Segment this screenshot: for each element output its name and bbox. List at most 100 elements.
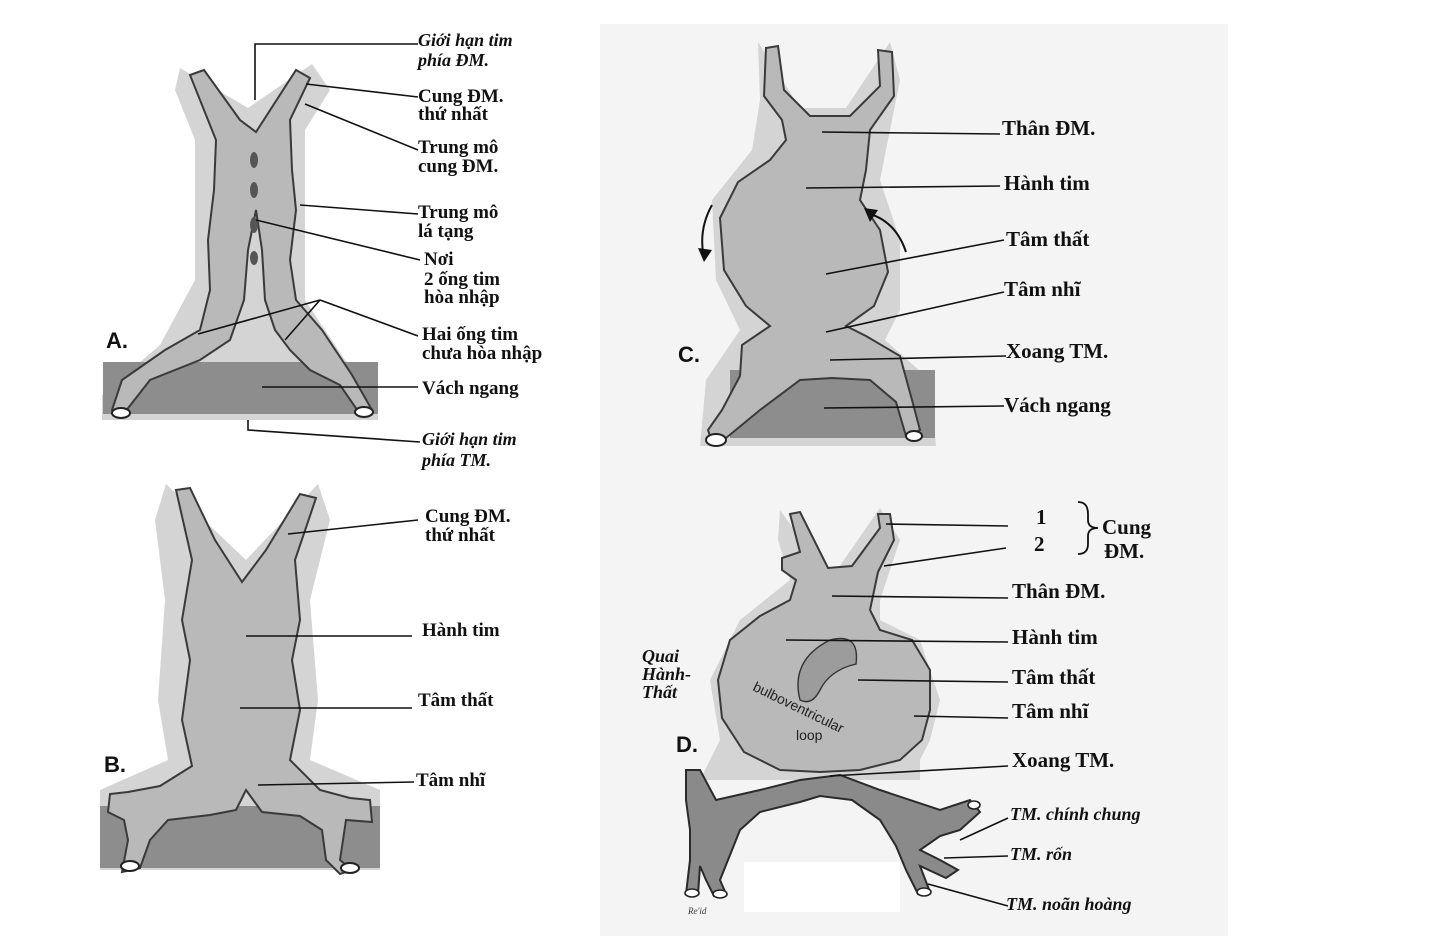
label-a-unfused-2: chưa hòa nhập [422, 343, 542, 364]
label-a-venous-limit-2: phía TM. [420, 450, 491, 470]
panel-d-heart [716, 510, 931, 774]
leader-a-venous-limit [247, 420, 421, 443]
label-d-loop-2: Hành- [641, 664, 691, 684]
panel-d-vein-opening-2 [712, 889, 728, 899]
leader-d-cardinal [959, 817, 1009, 841]
label-a-arterial-limit-1: Giới hạn tim [418, 30, 513, 50]
label-a-arch-mesoderm-2: cung ĐM. [418, 156, 498, 177]
label-c-truncus: Thân ĐM. [1002, 116, 1095, 140]
leader-d-arch-2 [883, 547, 1007, 567]
label-a-fusion-3: hòa nhập [424, 287, 500, 308]
panel-c-letter: C. [678, 342, 700, 367]
label-d-bulbus: Hành tim [1012, 625, 1098, 649]
leader-d-umbilical [943, 855, 1009, 859]
leader-c-atrium [825, 291, 1005, 333]
label-d-truncus: Thân ĐM. [1012, 579, 1105, 603]
label-a-arch-mesoderm-1: Trung mô [418, 137, 498, 158]
leader-c-truncus [821, 131, 1001, 135]
panel-d-blank-box [744, 862, 900, 912]
panel-a-right-vein-opening [354, 406, 374, 418]
panel-d-letter: D. [676, 732, 698, 757]
leader-c-ventricle [825, 239, 1005, 275]
label-d-umbilical: TM. rốn [1010, 844, 1072, 864]
label-b-atrium: Tâm nhĩ [416, 770, 486, 791]
leader-d-ventricle [857, 679, 1009, 683]
leader-a-fusion [255, 219, 421, 261]
label-b-ventricle: Tâm thất [418, 690, 494, 711]
panel-a: A. Giới hạn tim phía ĐM. Cung ĐM. thứ nh… [102, 30, 542, 470]
panel-b-right-vein-opening [340, 862, 360, 874]
label-b-bulbus: Hành tim [422, 620, 500, 641]
panel-c-left-vein-opening [705, 433, 727, 447]
leader-a-unfused-right [284, 299, 321, 341]
panel-a-heart-tubes [110, 68, 374, 416]
label-d-signature: Re'id [687, 906, 707, 916]
label-d-loop-en-2: loop [796, 727, 823, 743]
label-a-septum: Vách ngang [422, 378, 519, 399]
panel-d-vein-opening-3 [916, 887, 932, 897]
label-d-arch-num-1: 1 [1036, 505, 1047, 529]
leader-a-unfused [319, 299, 419, 337]
label-c-ventricle: Tâm thất [1006, 227, 1089, 251]
leader-b-first-arch [287, 519, 419, 535]
leader-d-bulbus [785, 639, 1009, 643]
label-d-cardinal: TM. chính chung [1010, 804, 1141, 824]
panel-d-brace [1077, 501, 1099, 555]
leader-d-vitelline [927, 883, 1009, 907]
panel-d-bulboventricular-fold [797, 637, 858, 703]
panel-c-right-vein-opening [905, 430, 923, 442]
label-b-first-arch-1: Cung ĐM. [425, 506, 511, 527]
label-a-splanchnic-2: lá tạng [418, 221, 474, 242]
leader-d-sinus [829, 765, 1009, 777]
label-c-septum: Vách ngang [1004, 393, 1111, 417]
label-d-arch-1: Cung [1102, 515, 1152, 539]
label-d-ventricle: Tâm thất [1012, 665, 1095, 689]
label-d-sinus: Xoang TM. [1012, 748, 1114, 772]
label-a-fusion-1: Nơi [424, 249, 454, 270]
leader-d-atrium [913, 715, 1009, 719]
panel-b-letter: B. [104, 752, 126, 777]
label-d-arch-2: ĐM. [1104, 539, 1144, 563]
leader-c-bulbus [805, 185, 1001, 189]
leader-b-atrium [257, 781, 415, 786]
leader-a-first-arch [305, 83, 419, 98]
panel-b: B. Cung ĐM. thứ nhất Hành tim Tâm thất T… [100, 484, 511, 876]
label-a-unfused-1: Hai ống tim [422, 324, 518, 345]
label-a-fusion-2: 2 ống tim [424, 269, 500, 290]
leader-d-arch-1 [885, 523, 1009, 527]
leader-c-sinus [829, 355, 1007, 361]
label-a-first-arch-2: thứ nhất [418, 104, 489, 125]
label-c-bulbus: Hành tim [1004, 171, 1090, 195]
panel-c-rotation-arrow-right-head [864, 208, 878, 222]
label-d-loop-3: Thất [642, 682, 678, 702]
leader-a-arterial-limit [254, 43, 418, 100]
panel-d-sinus-venosus-veins [684, 769, 982, 898]
panel-d-vein-opening-4 [967, 800, 981, 810]
label-d-vitelline: TM. noãn hoàng [1006, 894, 1132, 914]
label-a-first-arch-1: Cung ĐM. [418, 86, 504, 107]
label-a-arterial-limit-2: phía ĐM. [416, 50, 489, 70]
label-a-splanchnic-1: Trung mô [418, 202, 498, 223]
label-c-sinus: Xoang TM. [1006, 339, 1108, 363]
leader-d-truncus [831, 595, 1009, 599]
label-b-first-arch-2: thứ nhất [425, 525, 496, 546]
leader-c-septum [823, 405, 1005, 409]
label-a-venous-limit-1: Giới hạn tim [422, 429, 517, 449]
panel-c-rotation-arrow-left-head [698, 248, 712, 262]
panel-b-heart [106, 486, 374, 876]
label-c-atrium: Tâm nhĩ [1004, 277, 1082, 301]
leader-a-unfused-left [197, 299, 321, 335]
panel-d-vein-opening-1 [684, 888, 700, 898]
panel-a-letter: A. [106, 328, 128, 353]
label-d-arch-num-2: 2 [1034, 532, 1045, 556]
panel-a-left-vein-opening [111, 407, 131, 419]
panel-a-mesoderm-dots [250, 152, 258, 265]
panel-d: D. 1 2 Cung ĐM. Thân ĐM. Hành tim Tâm th… [641, 501, 1152, 916]
label-d-atrium: Tâm nhĩ [1012, 699, 1090, 723]
panel-c: C. Thân ĐM. Hành tim Tâm thất Tâm nhĩ Xo… [678, 42, 1111, 447]
leader-a-arch-mesoderm [304, 103, 419, 151]
leader-a-splanchnic [299, 204, 419, 215]
panel-c-heart [706, 44, 922, 444]
label-d-loop-1: Quai [642, 646, 679, 666]
